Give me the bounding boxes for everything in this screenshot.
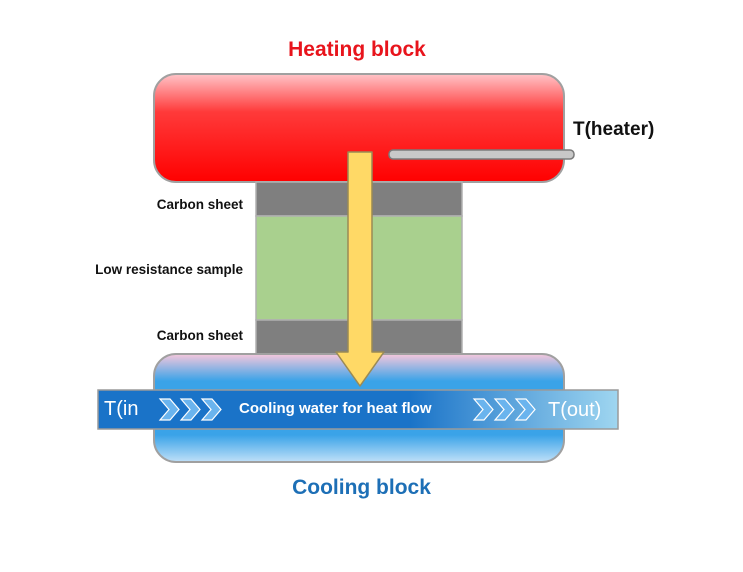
- outlet-temperature-label: T(out): [548, 399, 602, 421]
- bottom-carbon-sheet-label: Carbon sheet: [156, 328, 243, 343]
- heating-block-title: Heating block: [288, 38, 426, 61]
- heater-temperature-label: T(heater): [573, 119, 655, 140]
- outlet-chevrons-icon: [472, 398, 536, 421]
- inlet-chevrons-icon: [158, 398, 222, 421]
- cooling-block-title: Cooling block: [292, 476, 431, 499]
- sample-label: Low resistance sample: [95, 262, 243, 277]
- thermocouple-probe: [388, 149, 575, 160]
- inlet-temperature-label: T(in: [104, 398, 139, 420]
- top-carbon-sheet-label: Carbon sheet: [156, 197, 243, 212]
- cooling-water-label: Cooling water for heat flow: [239, 400, 432, 417]
- heat-flow-arrow: [335, 151, 385, 387]
